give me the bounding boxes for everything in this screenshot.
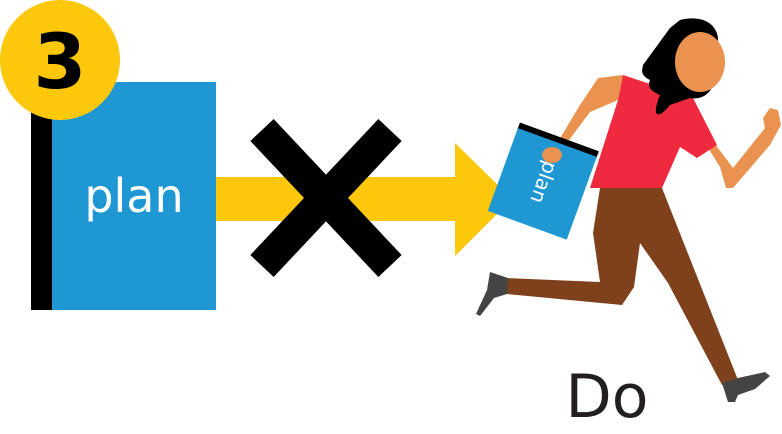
cross-icon	[250, 119, 402, 277]
plan-book: plan	[31, 82, 216, 310]
step-number: 3	[34, 17, 87, 106]
back-shoe-icon	[476, 272, 508, 316]
head	[675, 32, 725, 92]
pants	[506, 188, 738, 385]
shirt	[590, 75, 717, 188]
hand	[542, 147, 562, 163]
do-label: Do	[566, 362, 649, 432]
small-plan-book: plan	[487, 122, 599, 240]
step-badge: 3	[0, 0, 120, 120]
plan-book-label: plan	[84, 169, 183, 223]
front-arm	[700, 108, 781, 188]
running-person: plan	[476, 18, 781, 402]
front-shoe-icon	[722, 372, 770, 402]
